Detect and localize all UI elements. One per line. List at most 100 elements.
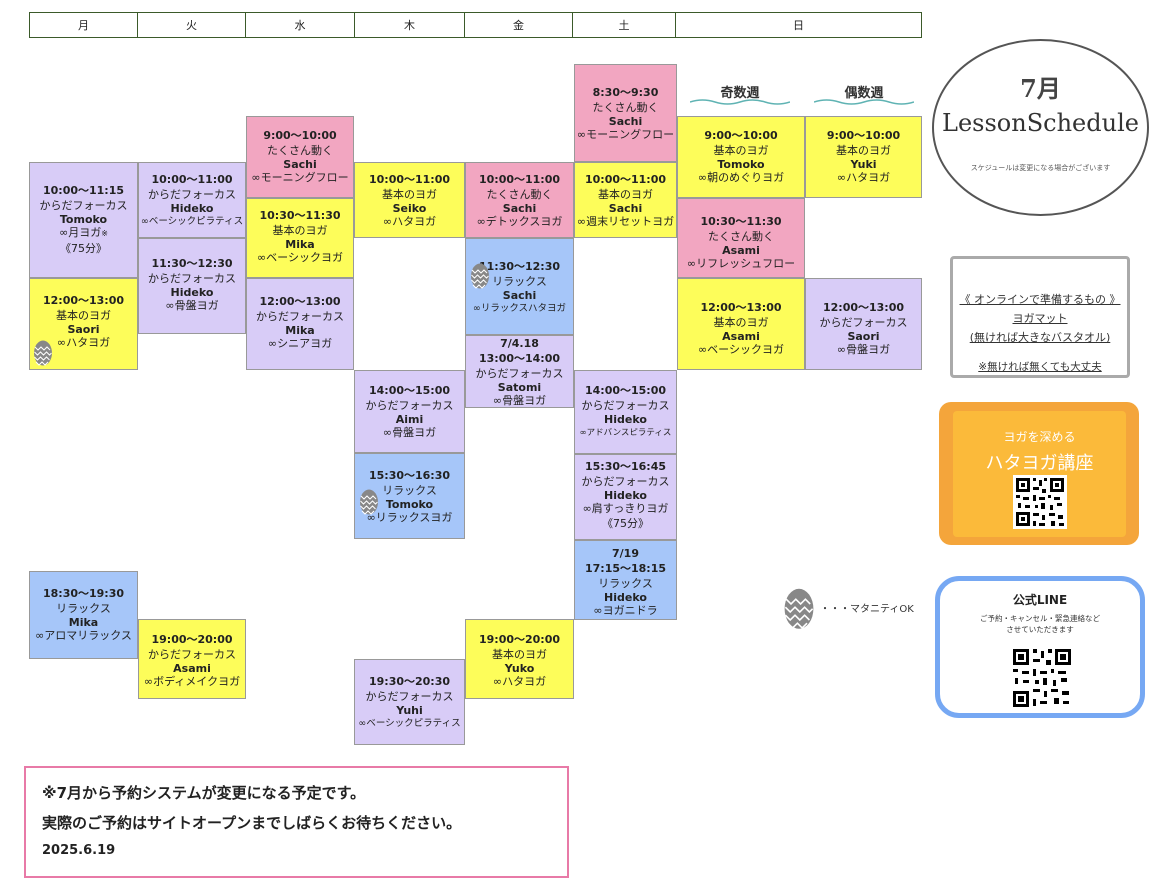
online-note: ※無ければ無くても大丈夫 bbox=[978, 361, 1102, 373]
lesson-teacher: Sachi bbox=[283, 158, 317, 171]
lesson-teacher: Hideko bbox=[170, 202, 214, 215]
wave-decoration bbox=[814, 99, 914, 105]
lesson-card[interactable]: 19:00〜20:00 からだフォーカス Asami ∞ボディメイクヨガ bbox=[138, 619, 246, 699]
lesson-time: 8:30〜9:30 bbox=[592, 86, 659, 99]
day-mon: 月 bbox=[30, 13, 138, 37]
lesson-teacher: Seiko bbox=[392, 202, 427, 215]
lesson-card[interactable]: 14:00〜15:00 からだフォーカス Hideko ∞アドバンスピラティス bbox=[574, 370, 677, 454]
lesson-course: ∞ハタヨガ bbox=[382, 215, 437, 228]
lesson-category: からだフォーカス bbox=[39, 199, 128, 212]
lesson-course: ∞月ヨガ bbox=[59, 226, 102, 239]
lesson-card[interactable]: 18:30〜19:30 リラックス Mika ∞アロマリラックス bbox=[29, 571, 138, 659]
lesson-teacher: Hideko bbox=[604, 489, 647, 502]
lesson-course: ∞リラックスハタヨガ bbox=[472, 303, 567, 314]
day-wed: 水 bbox=[246, 13, 355, 37]
lesson-teacher: Satomi bbox=[497, 381, 542, 394]
lesson-card[interactable]: 7/19 17:15〜18:15 リラックス Hideko ∞ヨガニドラ bbox=[574, 540, 677, 620]
lesson-time: 10:00〜11:00 bbox=[584, 173, 667, 186]
day-sun: 日 bbox=[793, 19, 804, 32]
maternity-legend-text: ・・・マタニティOK bbox=[820, 604, 914, 615]
lesson-card[interactable]: 10:30〜11:30 基本のヨガ Mika ∞ベーシックヨガ bbox=[246, 198, 354, 278]
lesson-category: 基本のヨガ bbox=[598, 188, 653, 201]
lesson-time: 9:00〜10:00 bbox=[263, 129, 337, 142]
lesson-card[interactable]: 9:00〜10:00 基本のヨガ Yuki ∞ハタヨガ bbox=[805, 116, 922, 198]
lesson-card[interactable]: 19:30〜20:30 からだフォーカス Yuhi ∞ベーシックピラティス bbox=[354, 659, 465, 745]
day-fri: 金 bbox=[465, 13, 573, 37]
line-title: 公式LINE bbox=[1012, 593, 1068, 607]
lesson-category: からだフォーカス bbox=[365, 399, 454, 412]
lesson-teacher: Yuhi bbox=[396, 704, 423, 717]
lesson-card[interactable]: 14:00〜15:00 からだフォーカス Aimi ∞骨盤ヨガ bbox=[354, 370, 465, 453]
odd-week-label: 奇数週 bbox=[720, 86, 760, 101]
lesson-teacher: Mika bbox=[285, 324, 315, 337]
lesson-card[interactable]: 12:00〜13:00 からだフォーカス Saori ∞骨盤ヨガ bbox=[805, 278, 922, 370]
lesson-card[interactable]: 9:00〜10:00 たくさん動く Sachi ∞モーニングフロー bbox=[246, 116, 354, 198]
lesson-category: たくさん動く bbox=[592, 101, 659, 114]
hatha-subtitle: ヨガを深める bbox=[1003, 430, 1076, 444]
lesson-card[interactable]: 10:00〜11:15 からだフォーカス Tomoko ∞月ヨガ※ 《75分》 bbox=[29, 162, 138, 278]
lesson-category: 基本のヨガ bbox=[382, 188, 437, 201]
lesson-card[interactable]: 7/4.18 13:00〜14:00 からだフォーカス Satomi ∞骨盤ヨガ bbox=[465, 335, 574, 408]
lesson-teacher: Sachi bbox=[608, 202, 643, 215]
even-week-label: 偶数週 bbox=[844, 86, 884, 101]
lesson-course: ∞デトックスヨガ bbox=[476, 215, 563, 228]
lesson-card[interactable]: 11:30〜12:30 リラックス Sachi ∞リラックスハタヨガ bbox=[465, 238, 574, 335]
lesson-category: たくさん動く bbox=[486, 188, 553, 201]
lesson-course: ∞週末リセットヨガ bbox=[576, 215, 675, 228]
lesson-course: ∞リラックスヨガ bbox=[366, 511, 453, 524]
lesson-course: ∞シニアヨガ bbox=[267, 337, 333, 350]
lesson-category: たくさん動く bbox=[708, 230, 774, 243]
hatha-course-banner[interactable]: ヨガを深める ハタヨガ講座 bbox=[939, 402, 1139, 545]
lesson-card[interactable]: 19:00〜20:00 基本のヨガ Yuko ∞ハタヨガ bbox=[465, 619, 574, 699]
lesson-time: 19:00〜20:00 bbox=[478, 633, 561, 646]
lesson-card[interactable]: 12:00〜13:00 からだフォーカス Mika ∞シニアヨガ bbox=[246, 278, 354, 370]
lesson-card[interactable]: 11:30〜12:30 からだフォーカス Hideko ∞骨盤ヨガ bbox=[138, 238, 246, 334]
lesson-category: リラックス bbox=[56, 602, 111, 615]
online-preparation-box: 《 オンラインで準備するもの 》 ヨガマット (無ければ大きなバスタオル) ※無… bbox=[950, 256, 1130, 378]
lesson-course: ∞アドバンスピラティス bbox=[579, 428, 672, 438]
lesson-card[interactable]: 10:00〜11:00 基本のヨガ Seiko ∞ハタヨガ bbox=[354, 162, 465, 238]
lesson-card[interactable]: 10:00〜11:00 からだフォーカス Hideko ∞ベーシックピラティス bbox=[138, 162, 246, 238]
line-qr-code-icon[interactable] bbox=[1011, 647, 1073, 709]
notice-date: 2025.6.19 bbox=[42, 843, 116, 858]
online-item-mat: ヨガマット bbox=[1012, 312, 1068, 325]
lesson-course: ∞ベーシックヨガ bbox=[257, 251, 343, 264]
lesson-time: 10:30〜11:30 bbox=[259, 209, 341, 222]
line-official-box[interactable]: 公式LINE ご予約・キャンセル・緊急連絡など させていただきます bbox=[935, 576, 1145, 718]
maternity-egg-icon bbox=[471, 263, 489, 289]
lesson-card[interactable]: 12:00〜13:00 基本のヨガ Asami ∞ベーシックヨガ bbox=[677, 278, 805, 370]
lesson-card[interactable]: 15:30〜16:45 からだフォーカス Hideko ∞肩すっきりヨガ 《75… bbox=[574, 454, 677, 540]
maternity-egg-icon bbox=[360, 489, 378, 515]
hatha-qr-code-icon[interactable] bbox=[1013, 475, 1067, 529]
lesson-category: からだフォーカス bbox=[819, 316, 908, 329]
lesson-time: 10:00〜11:00 bbox=[478, 173, 561, 186]
lesson-course: ∞アロマリラックス bbox=[35, 629, 132, 642]
lesson-course: ∞ハタヨガ bbox=[836, 171, 891, 184]
lesson-card[interactable]: 9:00〜10:00 基本のヨガ Tomoko ∞朝のめぐりヨガ bbox=[677, 116, 805, 198]
lesson-card[interactable]: 8:30〜9:30 たくさん動く Sachi ∞モーニングフロー bbox=[574, 64, 677, 162]
lesson-teacher: Sachi bbox=[502, 202, 537, 215]
lesson-course: ∞ボディメイクヨガ bbox=[143, 675, 241, 688]
lesson-course: ∞骨盤ヨガ bbox=[492, 394, 547, 407]
lesson-course: ∞肩すっきりヨガ bbox=[582, 502, 669, 515]
lesson-category: からだフォーカス bbox=[148, 188, 236, 201]
notice-box: ※7月から予約システムが変更になる予定です。 実際のご予約はサイトオープンまでし… bbox=[24, 766, 569, 878]
lesson-card[interactable]: 10:00〜11:00 基本のヨガ Sachi ∞週末リセットヨガ bbox=[574, 162, 677, 238]
day-thu: 木 bbox=[355, 13, 465, 37]
lesson-time: 12:00〜13:00 bbox=[259, 295, 341, 308]
maternity-egg-icon bbox=[34, 340, 52, 366]
lesson-category: リラックス bbox=[492, 275, 547, 288]
day-tue: 火 bbox=[138, 13, 246, 37]
lesson-card[interactable]: 10:00〜11:00 たくさん動く Sachi ∞デトックスヨガ bbox=[465, 162, 574, 238]
lesson-teacher: Tomoko bbox=[717, 158, 765, 171]
maternity-egg-legend-icon bbox=[784, 588, 814, 630]
lesson-time: 15:30〜16:30 bbox=[368, 469, 451, 482]
lesson-course: ∞ベーシックピラティス bbox=[140, 216, 244, 227]
lesson-time: 10:30〜11:30 bbox=[700, 215, 782, 228]
lesson-course: ∞骨盤ヨガ bbox=[836, 343, 891, 356]
lesson-course: ∞ハタヨガ bbox=[56, 336, 111, 349]
lesson-teacher: Yuki bbox=[850, 158, 877, 171]
lesson-teacher: Mika bbox=[285, 238, 315, 251]
lesson-card[interactable]: 10:30〜11:30 たくさん動く Asami ∞リフレッシュフロー bbox=[677, 198, 805, 278]
lesson-mark: ※ bbox=[101, 229, 108, 238]
